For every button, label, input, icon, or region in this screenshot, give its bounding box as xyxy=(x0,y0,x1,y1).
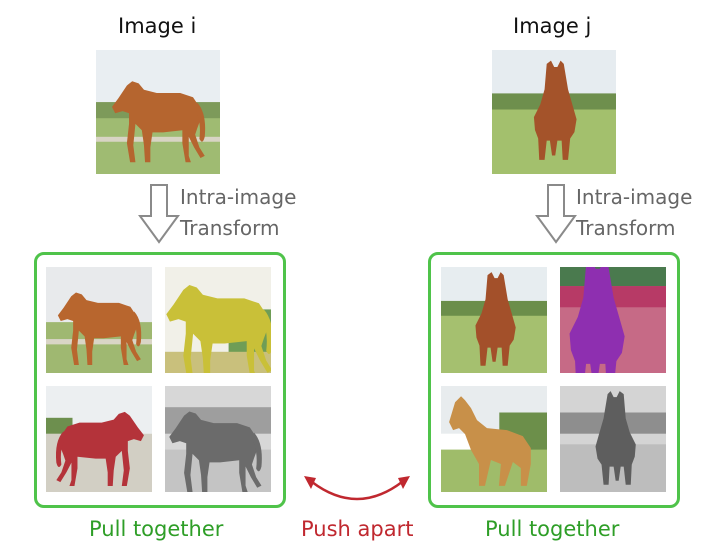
right-augment-original xyxy=(441,267,547,373)
image-i-title: Image i xyxy=(118,14,197,38)
left-augment-box xyxy=(34,252,286,508)
left-transform-line2: Transform xyxy=(180,216,280,240)
push-apart-arrow-icon xyxy=(298,470,416,510)
right-transform-label: Intra-image Transform xyxy=(576,182,692,244)
right-pull-together-caption: Pull together xyxy=(485,517,620,541)
left-augment-gray xyxy=(165,386,271,492)
right-augment-tan xyxy=(441,386,547,492)
image-j-photo xyxy=(492,50,616,174)
right-transform-line2: Transform xyxy=(576,216,676,240)
left-augment-original xyxy=(46,267,152,373)
image-j-title: Image j xyxy=(513,14,592,38)
left-augment-red xyxy=(46,386,152,492)
left-transform-label: Intra-image Transform xyxy=(180,182,296,244)
right-augment-gray xyxy=(560,386,666,492)
left-transform-line1: Intra-image xyxy=(180,185,297,209)
down-arrow-icon xyxy=(138,184,180,244)
push-apart-caption: Push apart xyxy=(301,517,414,541)
left-pull-together-caption: Pull together xyxy=(89,517,224,541)
down-arrow-icon xyxy=(535,184,577,244)
right-augment-box xyxy=(428,252,680,508)
left-augment-yellow xyxy=(165,267,271,373)
right-transform-line1: Intra-image xyxy=(576,185,693,209)
image-i-photo xyxy=(96,50,220,174)
right-augment-magenta xyxy=(560,267,666,373)
